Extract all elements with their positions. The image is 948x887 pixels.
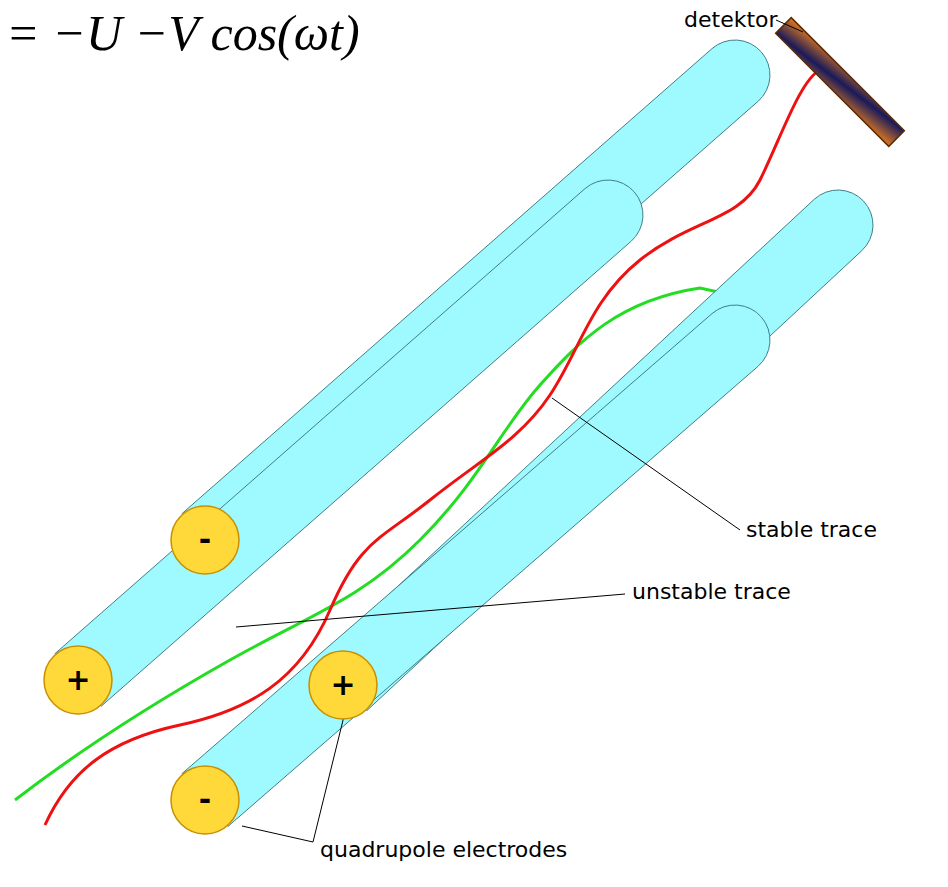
electrode-label: quadrupole electrodes: [320, 838, 567, 862]
voltage-formula: = −U −V cos(ωt): [6, 4, 360, 62]
electrode-end: -: [170, 505, 240, 575]
trace-label: stable trace: [746, 518, 877, 542]
electrode-end: +: [43, 645, 113, 715]
quadrupole-rod: [182, 305, 770, 826]
polarity-sign: +: [43, 645, 113, 715]
detector-label: detektor: [684, 8, 778, 32]
polarity-sign: -: [170, 765, 240, 835]
stable-trace: [45, 70, 820, 825]
detector: [776, 18, 905, 147]
electrode-end: +: [308, 650, 378, 720]
unstable-trace: [15, 288, 718, 800]
polarity-sign: +: [308, 650, 378, 720]
trace-label: unstable trace: [632, 580, 791, 604]
polarity-sign: -: [170, 505, 240, 575]
electrode-end: -: [170, 765, 240, 835]
leader-lines: [236, 20, 803, 842]
